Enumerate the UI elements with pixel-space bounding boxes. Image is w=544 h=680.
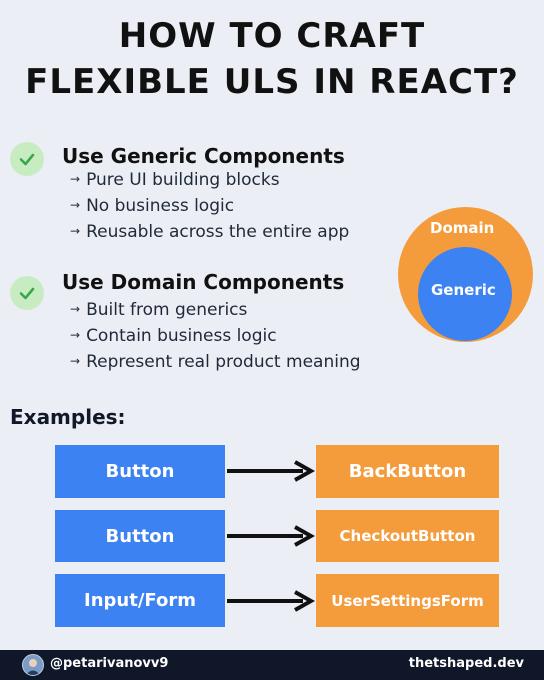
list-item: →Reusable across the entire app [70, 222, 350, 242]
arrow-right-icon: → [70, 224, 81, 238]
domain-component-box: BackButton [316, 445, 499, 498]
footer-bar: @petarivanovv9 thetshaped.dev [0, 650, 544, 680]
domain-label: Domain [430, 219, 495, 237]
checkmark-icon [10, 276, 44, 310]
arrow-right-icon [227, 525, 315, 547]
checkmark-icon [10, 142, 44, 176]
title-line-2: FLEXIBLE ULS IN REACT? [25, 62, 519, 102]
generic-circle [418, 247, 512, 341]
arrow-right-icon: → [70, 172, 81, 186]
domain-component-box: UserSettingsForm [316, 574, 499, 627]
section-heading: Use Generic Components [62, 144, 345, 168]
list-item: →Built from generics [70, 300, 248, 320]
arrow-right-icon: → [70, 198, 81, 212]
site-name: thetshaped.dev [408, 656, 524, 671]
arrow-right-icon [227, 590, 315, 612]
arrow-right-icon: → [70, 302, 81, 316]
domain-component-box: CheckoutButton [316, 510, 499, 562]
section-heading: Use Domain Components [62, 270, 345, 294]
generic-label: Generic [431, 281, 496, 299]
list-item: →Represent real product meaning [70, 352, 361, 372]
author-handle: @petarivanovv9 [50, 656, 169, 671]
arrow-right-icon: → [70, 354, 81, 368]
domain-generic-venn: Domain Generic [398, 207, 533, 342]
generic-component-box: Input/Form [55, 574, 225, 627]
arrow-right-icon [227, 460, 315, 482]
generic-component-box: Button [55, 510, 225, 562]
arrow-right-icon: → [70, 328, 81, 342]
list-item: →Contain business logic [70, 326, 277, 346]
generic-component-box: Button [55, 445, 225, 498]
title-line-1: HOW TO CRAFT [118, 16, 426, 56]
list-item: →Pure UI building blocks [70, 170, 280, 190]
avatar [22, 654, 44, 676]
examples-heading: Examples: [10, 405, 126, 429]
list-item: →No business logic [70, 196, 235, 216]
